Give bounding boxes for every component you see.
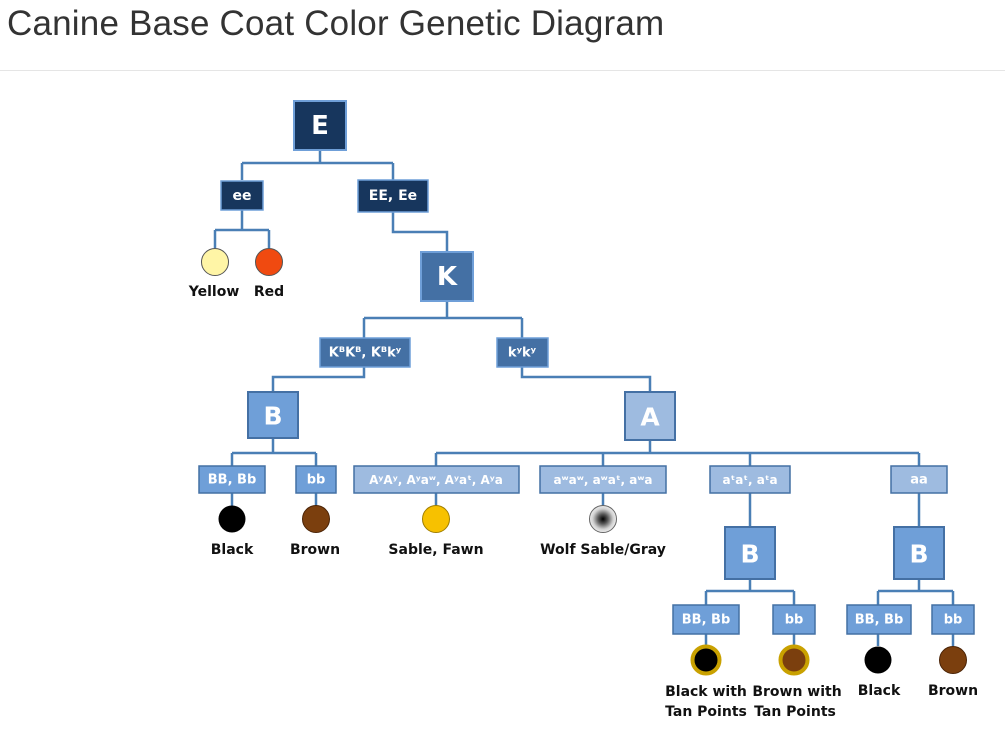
node-bb-dom-aa: BB, Bb [846, 604, 912, 635]
sable-swatch [422, 505, 450, 533]
label-brown-tan-line2: Tan Points [754, 704, 836, 720]
svg-text:bb: bb [785, 613, 804, 628]
node-aw: aʷaʷ, aʷaᵗ, aʷa [539, 465, 667, 494]
svg-text:bb: bb [944, 613, 963, 628]
node-kb: KᴮKᴮ, Kᴮkʸ [319, 337, 411, 368]
label-black-aa: Black [858, 683, 901, 699]
node-e: E [293, 100, 347, 151]
label-brown-tan-line1: Brown with [752, 684, 841, 700]
node-bb-rec-aa: bb [931, 604, 975, 635]
node-at: aᵗaᵗ, aᵗa [709, 465, 791, 494]
svg-text:aa: aa [910, 473, 928, 488]
svg-text:BB, Bb: BB, Bb [208, 473, 257, 488]
brown-aa-swatch [939, 646, 967, 674]
wolf-sable-swatch [589, 505, 617, 533]
label-brown: Brown [290, 542, 340, 558]
label-yellow: Yellow [188, 284, 240, 300]
svg-text:aᵗaᵗ, aᵗa: aᵗaᵗ, aᵗa [722, 473, 777, 487]
svg-text:kʸkʸ: kʸkʸ [508, 346, 537, 361]
node-b-at: B [724, 526, 776, 580]
black-swatch [218, 505, 246, 533]
node-ee-dominant: EE, Ee [357, 179, 429, 213]
node-b-top: B [247, 391, 299, 439]
label-black-tan-line2: Tan Points [665, 704, 747, 720]
page-title: Canine Base Coat Color Genetic Diagram [7, 4, 665, 43]
svg-text:E: E [311, 111, 329, 141]
node-ee: ee [220, 180, 264, 211]
svg-text:ee: ee [233, 188, 252, 204]
node-bb-rec-at: bb [772, 604, 816, 635]
title-divider [0, 70, 1005, 71]
svg-text:AʸAʸ, Aʸaʷ, Aʸaᵗ, Aʸa: AʸAʸ, Aʸaʷ, Aʸaᵗ, Aʸa [369, 473, 503, 487]
node-k: K [420, 251, 474, 302]
node-ky: kʸkʸ [496, 337, 549, 368]
svg-text:BB, Bb: BB, Bb [855, 613, 904, 628]
svg-text:BB, Bb: BB, Bb [682, 613, 731, 628]
node-bb-rec-top: bb [295, 465, 337, 494]
label-brown-aa: Brown [928, 683, 978, 699]
connector-lines [213, 150, 955, 646]
svg-text:B: B [740, 540, 759, 569]
yellow-swatch [201, 248, 229, 276]
svg-text:KᴮKᴮ, Kᴮkʸ: KᴮKᴮ, Kᴮkʸ [329, 346, 402, 361]
black-aa-swatch [864, 646, 892, 674]
svg-text:EE, Ee: EE, Ee [369, 188, 417, 204]
node-bb-dom-at: BB, Bb [672, 604, 740, 635]
brown-tan-swatch [778, 644, 810, 676]
svg-text:bb: bb [307, 473, 326, 488]
black-tan-swatch [690, 644, 722, 676]
node-bb-dom-top: BB, Bb [198, 465, 266, 494]
svg-text:aʷaʷ, aʷaᵗ, aʷa: aʷaʷ, aʷaᵗ, aʷa [553, 473, 652, 487]
red-swatch [255, 248, 283, 276]
node-ay: AʸAʸ, Aʸaʷ, Aʸaᵗ, Aʸa [353, 465, 520, 494]
label-black: Black [211, 542, 254, 558]
label-black-tan-line1: Black with [665, 684, 747, 700]
label-red: Red [254, 284, 284, 300]
node-b-aa: B [893, 526, 945, 580]
node-aa: aa [890, 465, 948, 494]
svg-text:B: B [263, 402, 282, 431]
svg-text:K: K [437, 262, 458, 292]
label-wolf-sable: Wolf Sable/Gray [540, 542, 666, 558]
svg-text:A: A [640, 403, 660, 432]
brown-swatch [302, 505, 330, 533]
label-sable: Sable, Fawn [388, 542, 483, 558]
svg-text:B: B [909, 540, 928, 569]
node-a: A [624, 391, 676, 441]
